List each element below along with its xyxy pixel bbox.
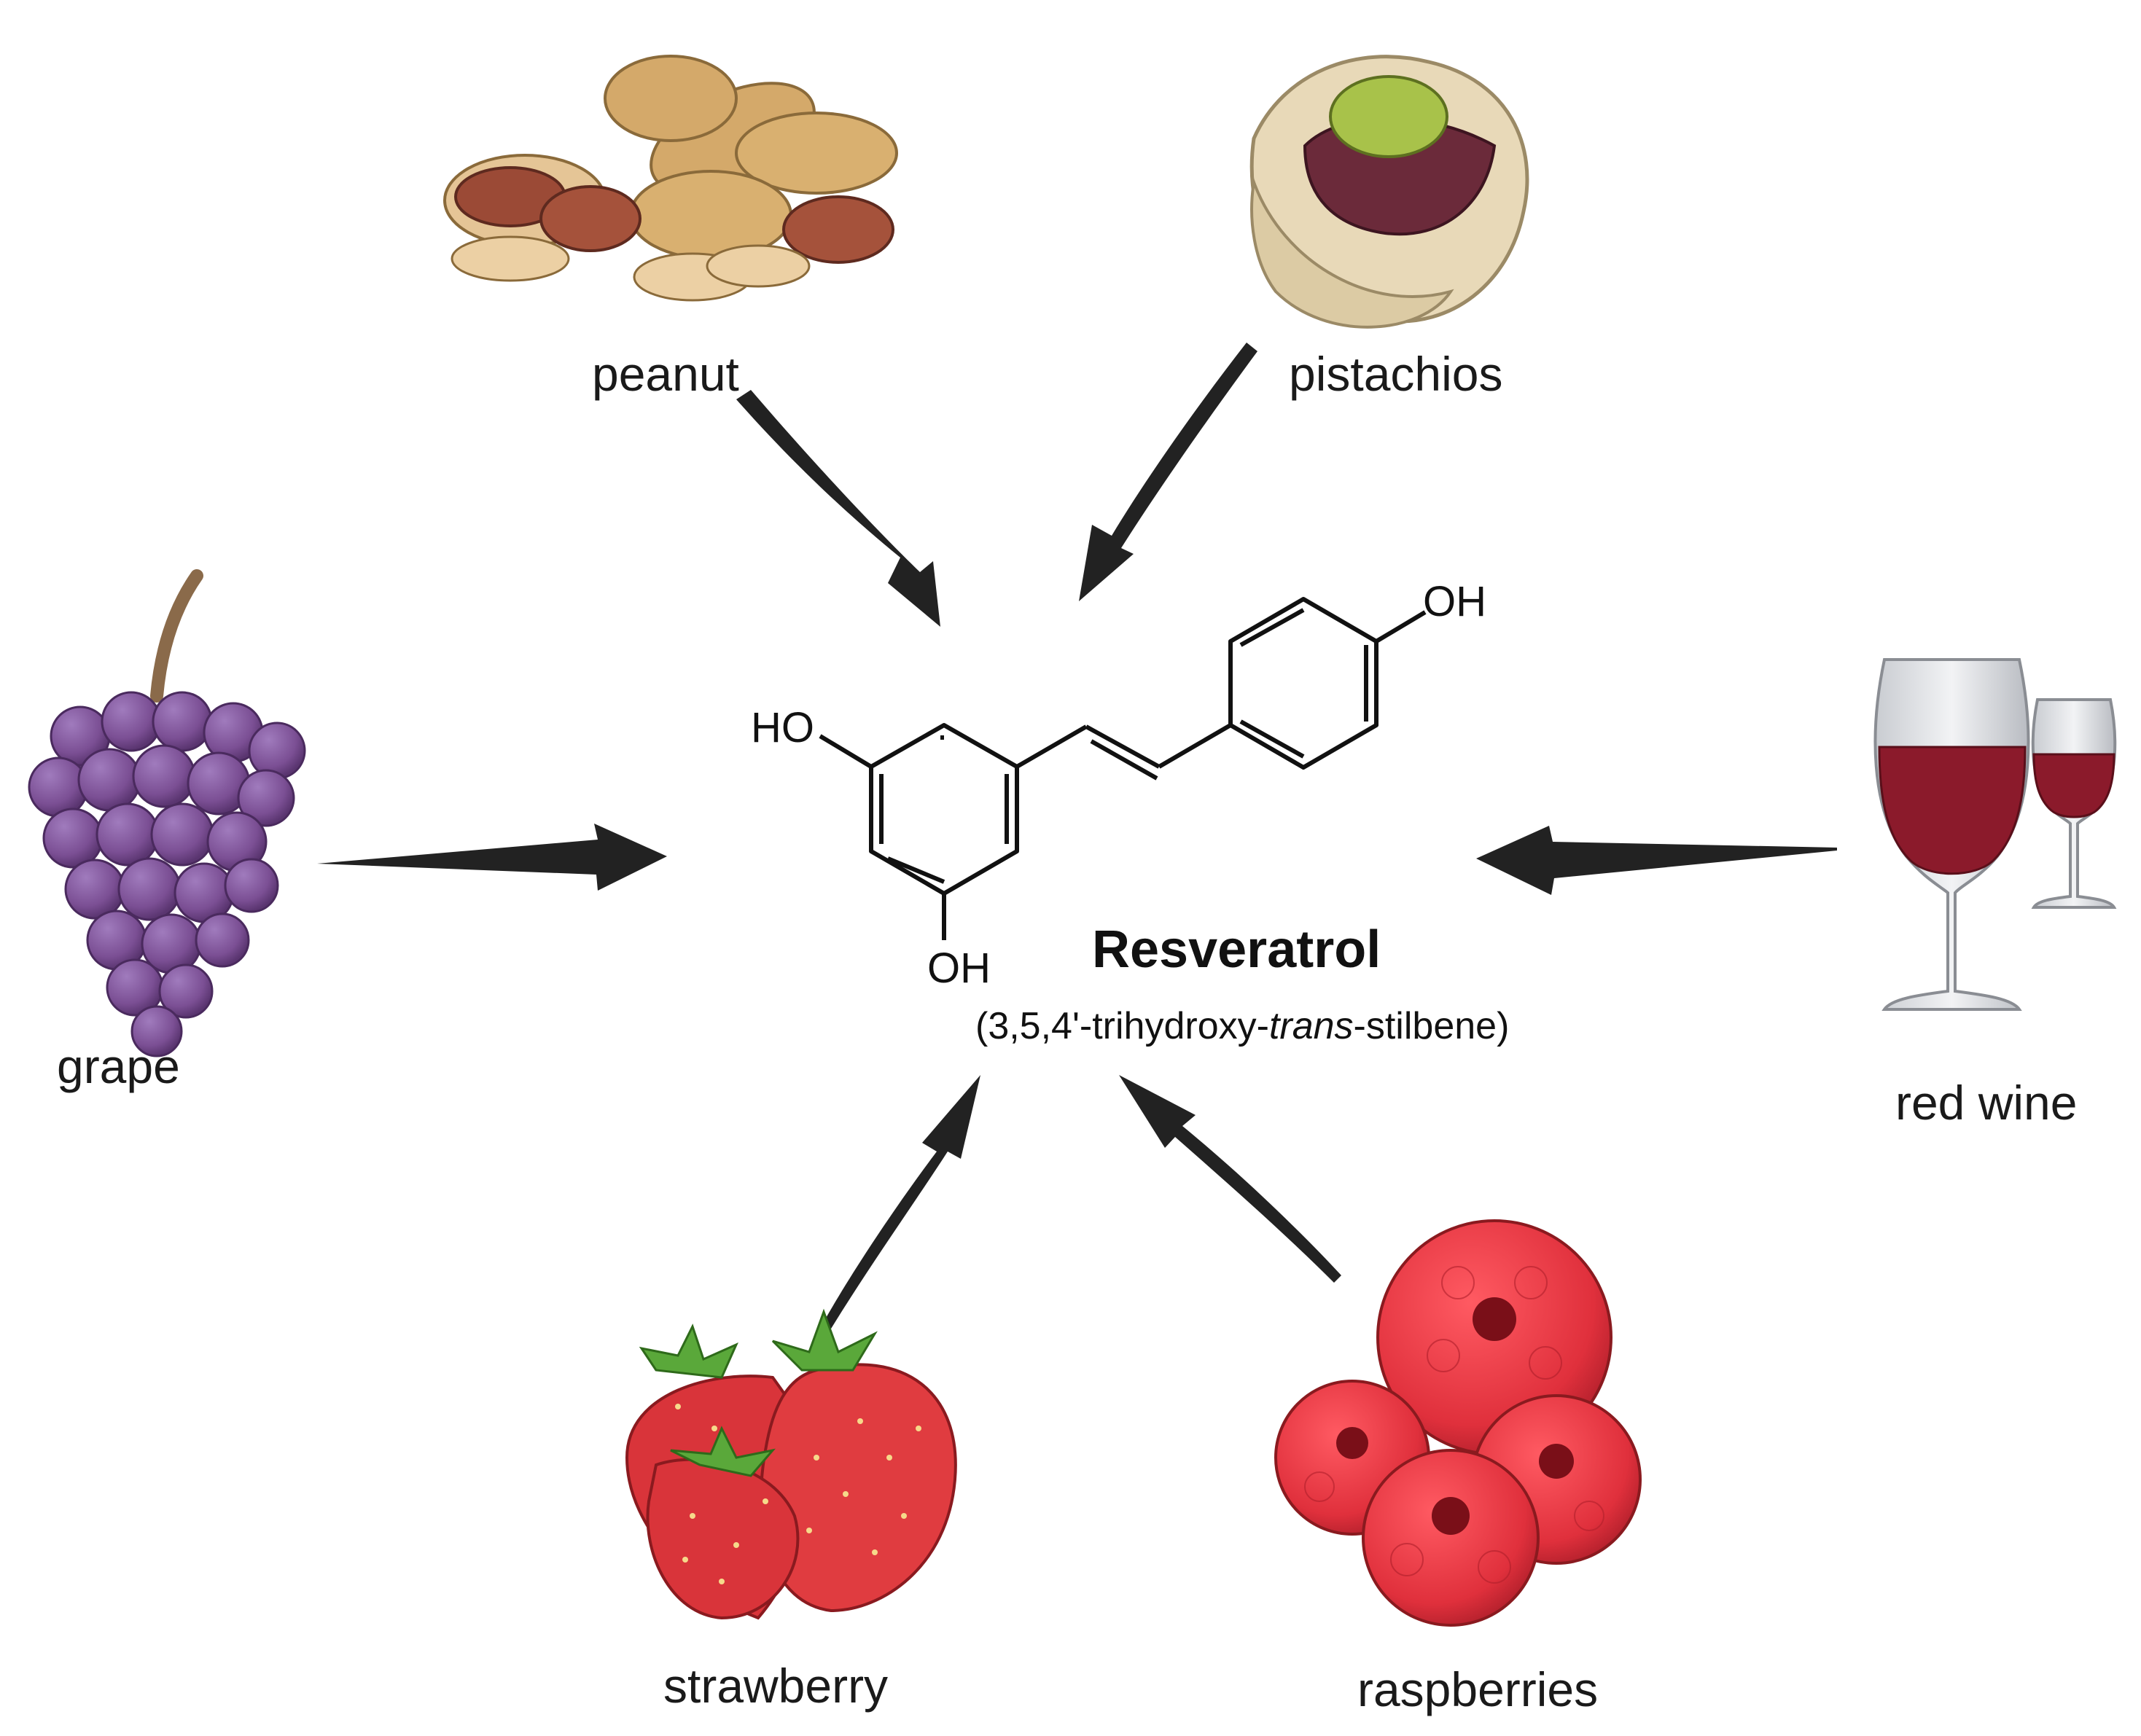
arrow-raspberries	[1119, 1075, 1341, 1283]
label-red-wine: red wine	[1895, 1076, 2078, 1130]
arrow-red-wine	[1476, 826, 1837, 895]
strawberry-illustration	[625, 1308, 957, 1620]
raspberries-illustration	[1274, 1219, 1642, 1627]
label-peanut: peanut	[592, 347, 739, 401]
label-pistachios: pistachios	[1289, 347, 1503, 401]
resveratrol-structure	[819, 597, 1427, 940]
label-ho-left: HO	[751, 704, 814, 751]
left-benzene-ring	[869, 723, 1019, 896]
arrow-strawberry	[813, 1075, 980, 1347]
pistachio-illustration	[1249, 55, 1529, 329]
molecule-name: Resveratrol	[1092, 920, 1381, 979]
grape-illustration	[28, 569, 306, 1057]
arrow-pistachios	[1079, 343, 1257, 601]
label-oh-top: OH	[1423, 578, 1486, 625]
label-strawberry: strawberry	[663, 1659, 889, 1713]
peanut-illustration	[443, 55, 898, 302]
arrow-grape	[317, 824, 667, 891]
molecule-iupac-name: (3,5,4'-trihydroxy-trans-stilbene)	[975, 1005, 1510, 1047]
label-oh-bottom: OH	[927, 945, 991, 992]
red-wine-illustration	[1873, 658, 2117, 1011]
right-benzene-ring	[1228, 597, 1378, 770]
label-grape: grape	[57, 1039, 180, 1093]
label-raspberries: raspberries	[1357, 1662, 1599, 1716]
arrow-peanut	[736, 390, 940, 627]
